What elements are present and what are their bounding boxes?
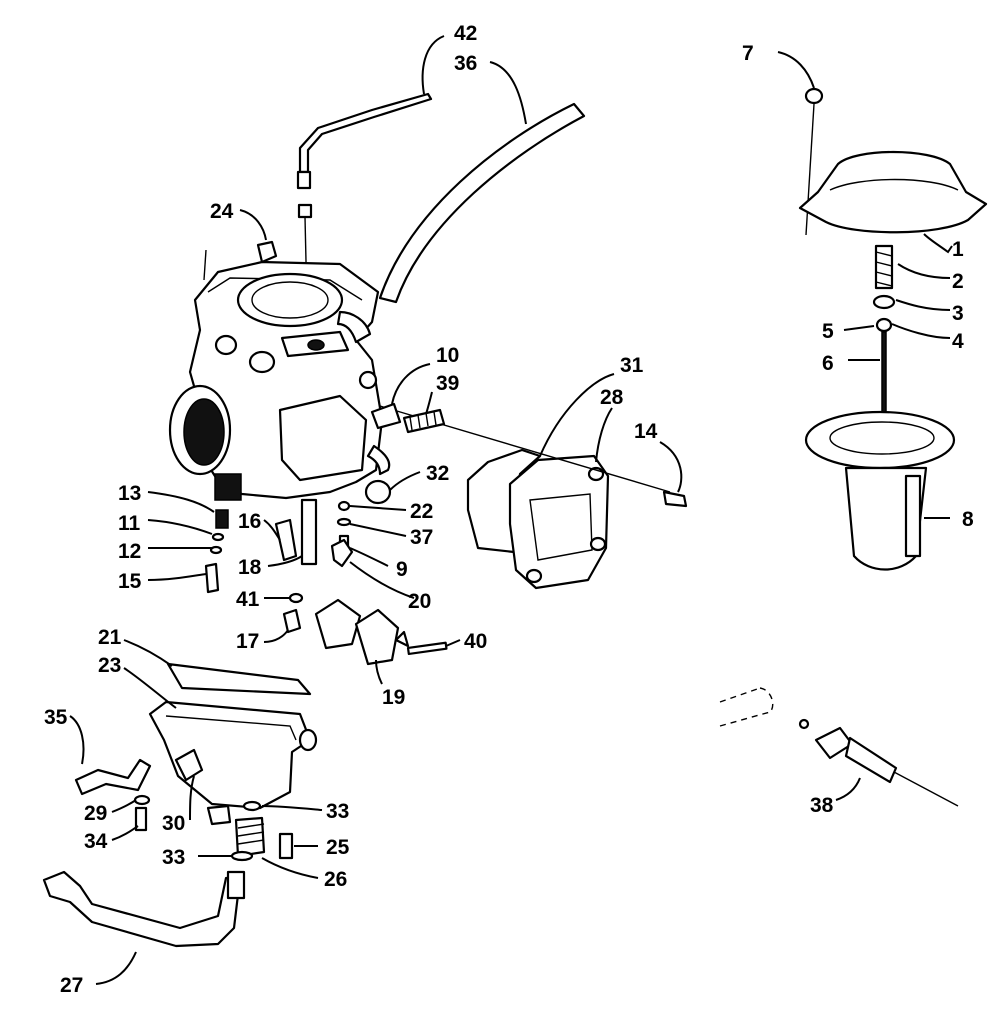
callout-14: 14 xyxy=(634,420,658,443)
callout-11: 11 xyxy=(118,512,141,535)
choke-cable xyxy=(719,687,959,807)
callout-27: 27 xyxy=(60,974,83,997)
callout-2: 2 xyxy=(952,270,964,293)
callout-39: 39 xyxy=(436,372,459,395)
callout-18: 18 xyxy=(238,556,262,579)
carburetor-body xyxy=(168,249,391,501)
cap-32 xyxy=(364,479,392,505)
callout-34: 34 xyxy=(84,830,108,853)
callout-41: 41 xyxy=(236,588,260,611)
float-bowl-gasket xyxy=(166,662,312,696)
plug-24 xyxy=(256,240,278,264)
callout-1: 1 xyxy=(952,238,964,261)
callout-16: 16 xyxy=(238,510,261,533)
callout-28: 28 xyxy=(600,386,624,409)
callout-9: 9 xyxy=(396,558,408,581)
callout-12: 12 xyxy=(118,540,141,563)
callout-21: 21 xyxy=(98,626,122,649)
callout-7: 7 xyxy=(742,42,754,65)
float-bowl xyxy=(148,700,318,826)
callout-37: 37 xyxy=(410,526,433,549)
callout-36: 36 xyxy=(454,52,477,75)
callout-23: 23 xyxy=(98,654,121,677)
callout-22: 22 xyxy=(410,500,433,523)
callout-42: 42 xyxy=(454,22,477,45)
slide-assembly xyxy=(798,87,988,571)
callout-10: 10 xyxy=(436,344,459,367)
callout-26: 26 xyxy=(324,868,347,891)
callout-5: 5 xyxy=(822,320,834,343)
jets-left xyxy=(204,509,298,594)
callout-38: 38 xyxy=(810,794,834,817)
fuel-line xyxy=(42,870,246,948)
callout-33b: 33 xyxy=(162,846,185,869)
callout-29: 29 xyxy=(84,802,107,825)
idle-screw xyxy=(370,402,446,434)
callout-13: 13 xyxy=(118,482,141,505)
callout-19: 19 xyxy=(382,686,405,709)
callouts: 1 2 3 4 5 6 7 8 9 10 11 12 13 14 15 16 1… xyxy=(44,22,974,997)
callout-6: 6 xyxy=(822,352,834,375)
callout-20: 20 xyxy=(408,590,431,613)
callout-33a: 33 xyxy=(326,800,349,823)
callout-17: 17 xyxy=(236,630,259,653)
callout-24: 24 xyxy=(210,200,234,223)
bowl-fasteners xyxy=(74,758,294,862)
main-jet-column xyxy=(282,498,318,634)
vent-hose xyxy=(378,102,586,304)
callout-8: 8 xyxy=(962,508,974,531)
callout-3: 3 xyxy=(952,302,964,325)
leader-lines xyxy=(69,35,953,985)
callout-15: 15 xyxy=(118,570,142,593)
side-gasket-and-cover xyxy=(379,405,688,590)
throttle-cable xyxy=(296,92,433,351)
callout-25: 25 xyxy=(326,836,350,859)
float-assembly xyxy=(314,598,448,666)
callout-32: 32 xyxy=(426,462,449,485)
jets-center xyxy=(330,500,354,568)
callout-31: 31 xyxy=(620,354,644,377)
callout-30: 30 xyxy=(162,812,185,835)
callout-4: 4 xyxy=(952,330,964,353)
callout-40: 40 xyxy=(464,630,487,653)
callout-35: 35 xyxy=(44,706,68,729)
